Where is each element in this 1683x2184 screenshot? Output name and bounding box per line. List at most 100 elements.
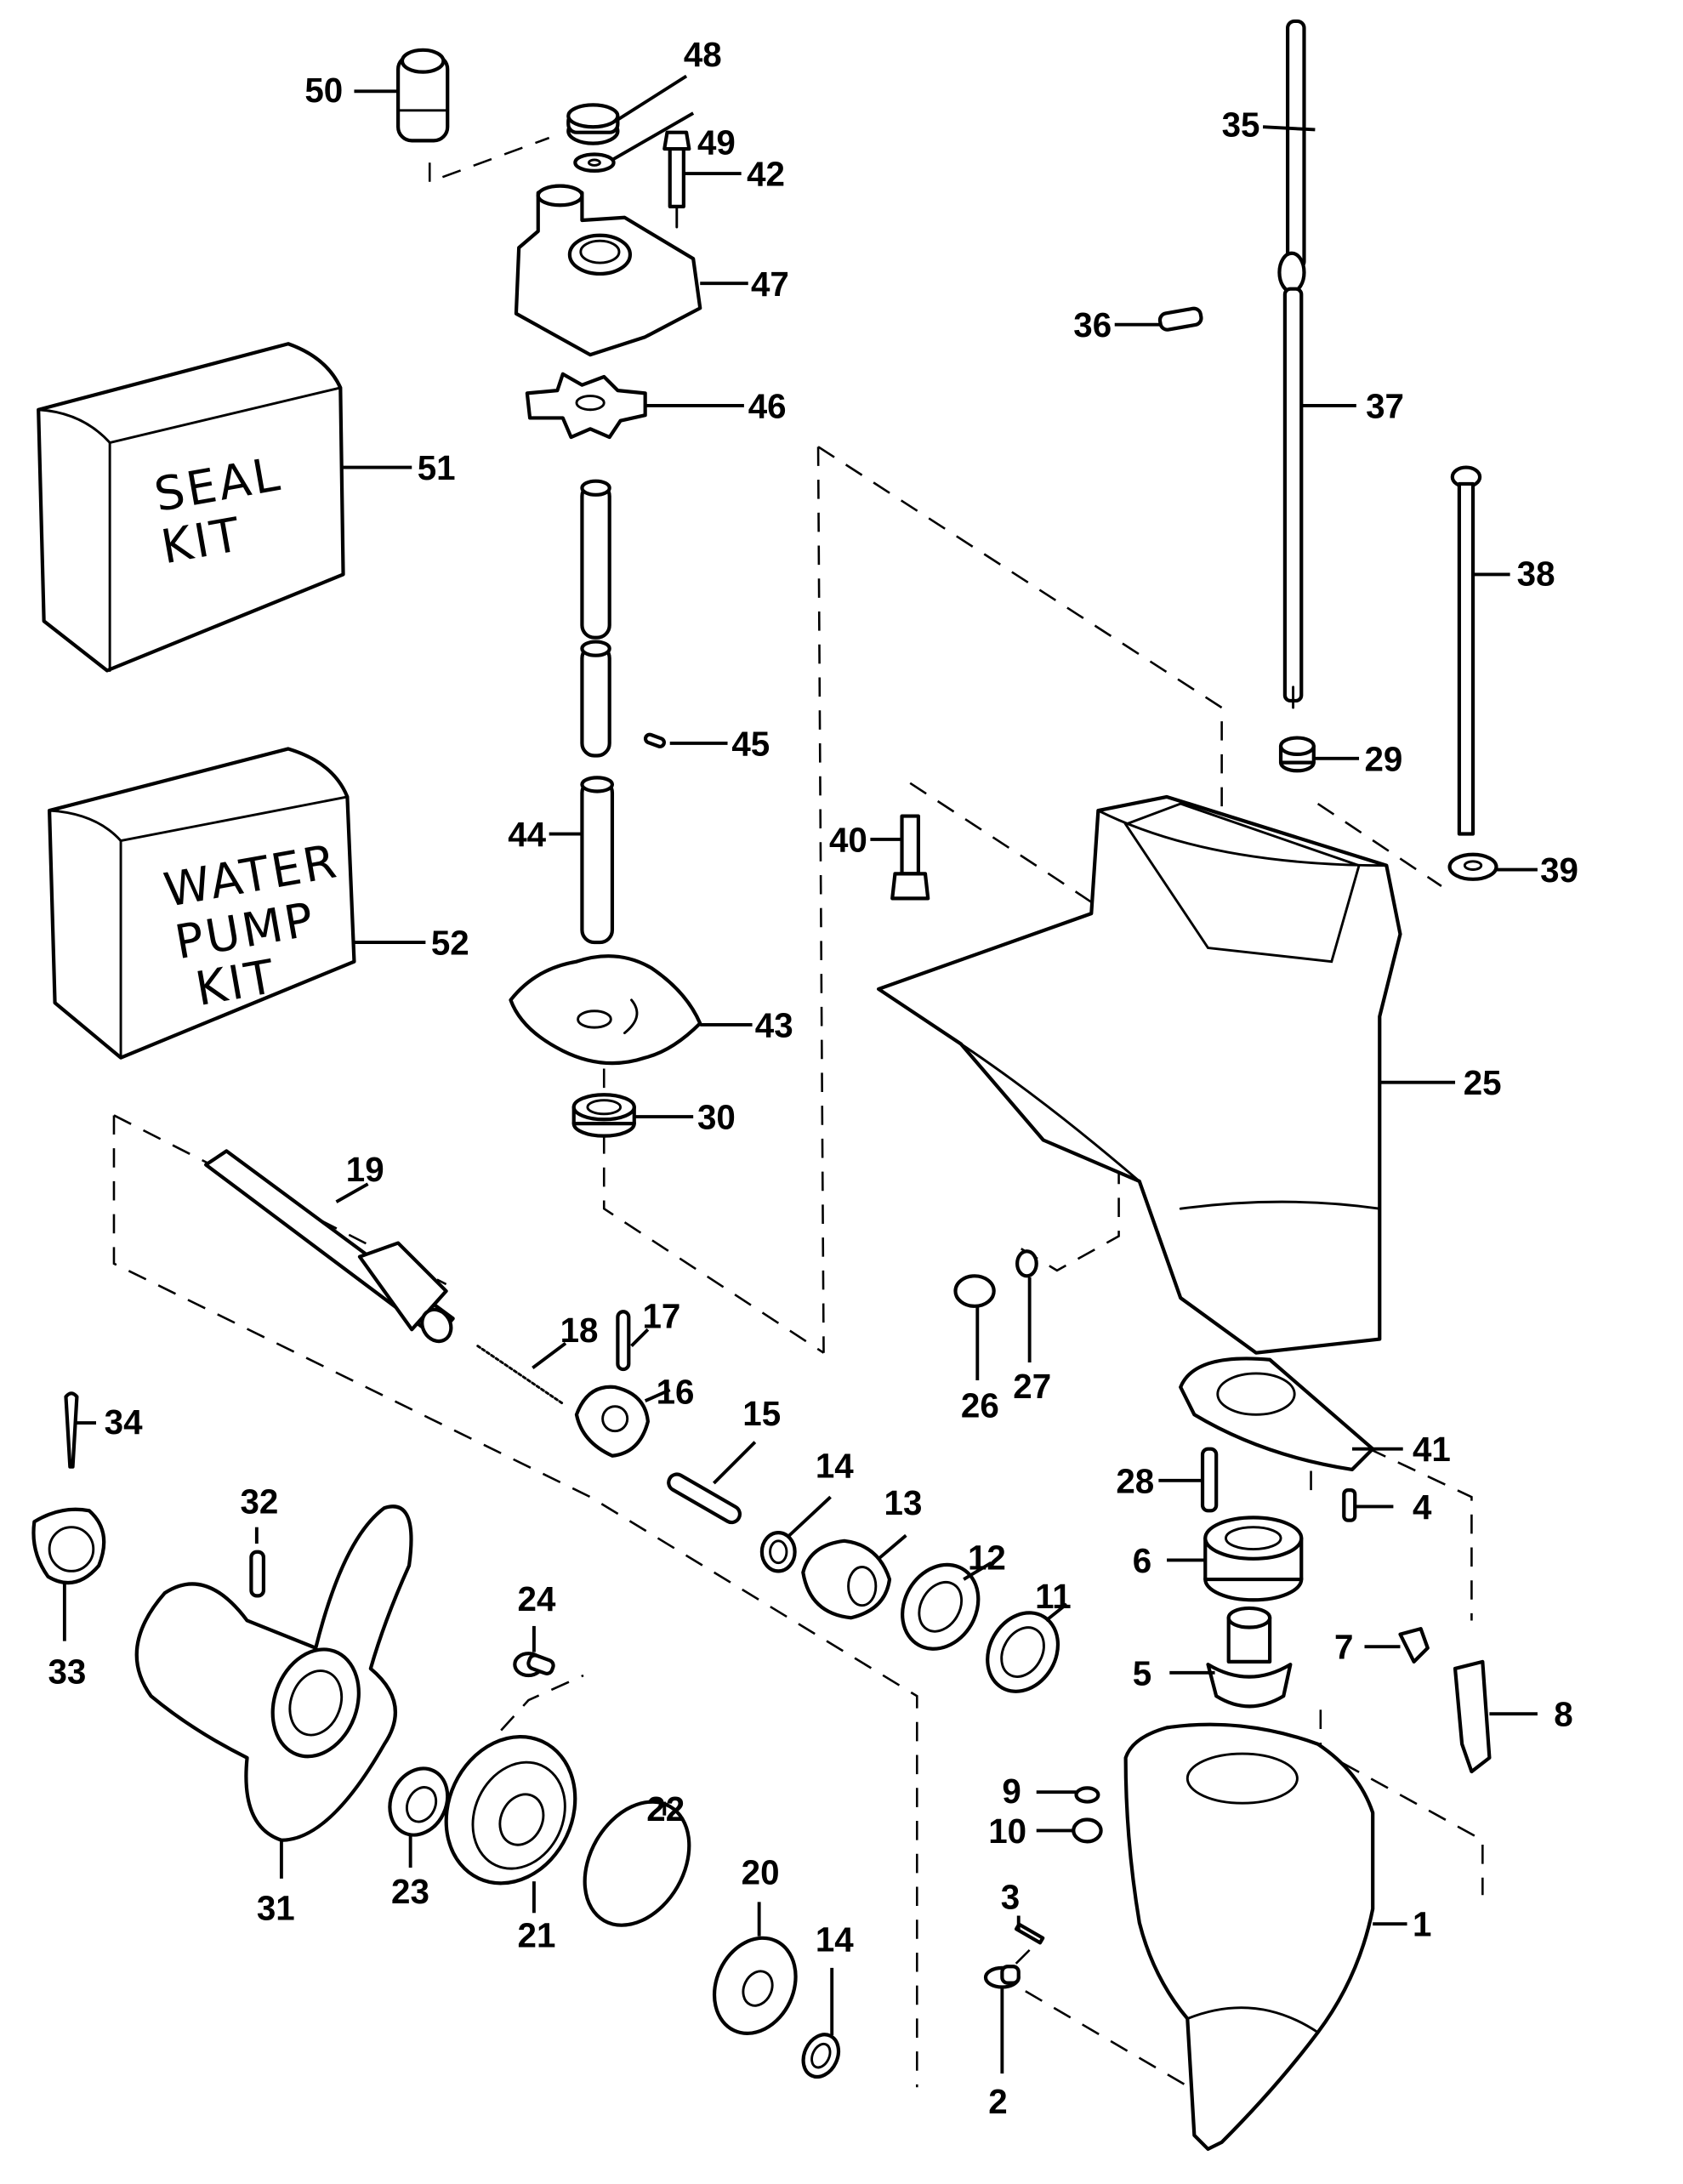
callout-9: 9 — [1002, 1772, 1021, 1811]
callout-51: 51 — [418, 448, 456, 487]
nut-10 — [1036, 1817, 1103, 1844]
callout-41: 41 — [1413, 1430, 1451, 1469]
seal-48 — [566, 74, 688, 145]
bearing-carrier-21 — [444, 1735, 577, 1914]
callout-34: 34 — [105, 1402, 143, 1442]
washer-14-lower — [801, 1967, 841, 2079]
callout-29: 29 — [1365, 739, 1403, 778]
callout-38: 38 — [1517, 554, 1555, 593]
callout-14-lower: 14 — [816, 1920, 854, 1959]
washer-27 — [1015, 1249, 1038, 1362]
callout-16: 16 — [657, 1372, 695, 1411]
washer-3 — [1014, 1915, 1045, 1945]
drive-shaft-middle-44 — [580, 640, 611, 758]
seal-kit-box: SEAL KIT 51 — [37, 342, 456, 673]
callout-46: 46 — [748, 386, 787, 425]
callout-45: 45 — [731, 725, 770, 764]
screw-42 — [662, 130, 742, 229]
callout-39: 39 — [1540, 850, 1578, 890]
water-pump-kit-box: WATER PUMP KIT 52 — [48, 747, 469, 1060]
callout-27: 27 — [1013, 1367, 1051, 1406]
callout-22: 22 — [646, 1789, 685, 1829]
callout-37: 37 — [1366, 386, 1404, 425]
callout-18: 18 — [560, 1311, 599, 1350]
gear-housing-1 — [1123, 1722, 1407, 2152]
washer-9 — [1036, 1786, 1100, 1804]
impeller-key-45 — [643, 732, 728, 748]
callout-21: 21 — [518, 1916, 556, 1955]
callout-43: 43 — [755, 1005, 793, 1044]
pin-17 — [616, 1310, 650, 1372]
callout-48: 48 — [684, 35, 722, 74]
callout-30: 30 — [697, 1098, 736, 1137]
callout-4: 4 — [1413, 1487, 1432, 1527]
gasket-41 — [1179, 1356, 1403, 1472]
callout-12: 12 — [968, 1538, 1006, 1578]
callout-5: 5 — [1133, 1653, 1151, 1692]
callout-7: 7 — [1334, 1628, 1353, 1667]
callout-23: 23 — [391, 1872, 429, 1911]
shift-rod-37 — [1277, 251, 1356, 709]
drive-shaft-lower-44 — [549, 776, 615, 945]
plug-26 — [953, 1274, 996, 1380]
callout-1: 1 — [1413, 1905, 1431, 1944]
oil-seal-30 — [571, 1093, 694, 1138]
callout-3: 3 — [1001, 1877, 1020, 1916]
callout-32: 32 — [240, 1482, 278, 1521]
callout-40: 40 — [829, 821, 867, 860]
washer-14 — [759, 1495, 832, 1573]
impeller-46 — [525, 372, 744, 440]
stud-28 — [1158, 1447, 1219, 1513]
drive-shaft-housing-25 — [876, 794, 1456, 1355]
callout-49: 49 — [697, 123, 736, 162]
reverse-gear-20 — [712, 1902, 798, 2035]
callout-31: 31 — [257, 1888, 295, 1927]
washer-49 — [573, 111, 695, 173]
callout-14: 14 — [816, 1447, 854, 1486]
clutch-16 — [574, 1385, 671, 1458]
callout-26: 26 — [961, 1386, 999, 1425]
bolt-40 — [870, 814, 930, 901]
long-bolt-38 — [1450, 465, 1510, 836]
callout-50: 50 — [304, 71, 343, 110]
washer-11 — [986, 1602, 1068, 1693]
callout-8: 8 — [1554, 1695, 1572, 1734]
trim-tab-8 — [1453, 1659, 1538, 1774]
ball-bearing-6 — [1167, 1516, 1304, 1602]
callout-33: 33 — [48, 1652, 86, 1692]
callout-44: 44 — [508, 815, 546, 854]
shear-pin-32 — [249, 1527, 266, 1598]
dowel-pin-4 — [1342, 1488, 1394, 1522]
thrust-washer-12 — [901, 1561, 992, 1651]
cotter-pin-34 — [64, 1391, 96, 1469]
callout-52: 52 — [431, 924, 469, 963]
callout-2: 2 — [988, 2082, 1007, 2121]
callout-19: 19 — [346, 1150, 384, 1189]
callout-20: 20 — [742, 1852, 780, 1891]
callout-35: 35 — [1222, 105, 1260, 145]
propeller-nut-33 — [31, 1507, 106, 1641]
callout-36: 36 — [1073, 305, 1112, 344]
drain-screw-2 — [983, 1965, 1021, 2074]
pinion-gear-5 — [1169, 1606, 1293, 1709]
callout-25: 25 — [1464, 1063, 1502, 1102]
screw-36 — [1114, 306, 1203, 332]
forward-gear-13 — [801, 1533, 907, 1620]
drive-shaft-upper-44 — [580, 479, 611, 640]
callout-6: 6 — [1133, 1541, 1151, 1580]
callout-15: 15 — [742, 1394, 781, 1433]
screw-24 — [513, 1625, 555, 1678]
callout-24: 24 — [518, 1579, 556, 1618]
propeller-shaft-19 — [204, 1149, 455, 1344]
oil-seal-23 — [388, 1766, 450, 1868]
callout-10: 10 — [988, 1811, 1026, 1851]
spring-18 — [476, 1341, 567, 1405]
callout-47: 47 — [751, 264, 789, 304]
water-tube-seal-50 — [354, 48, 450, 143]
clip-7 — [1364, 1627, 1430, 1664]
face-plate-gasket-43 — [509, 954, 753, 1066]
grommet-29 — [1278, 736, 1360, 773]
callout-13: 13 — [884, 1483, 923, 1522]
callout-28: 28 — [1116, 1461, 1154, 1500]
